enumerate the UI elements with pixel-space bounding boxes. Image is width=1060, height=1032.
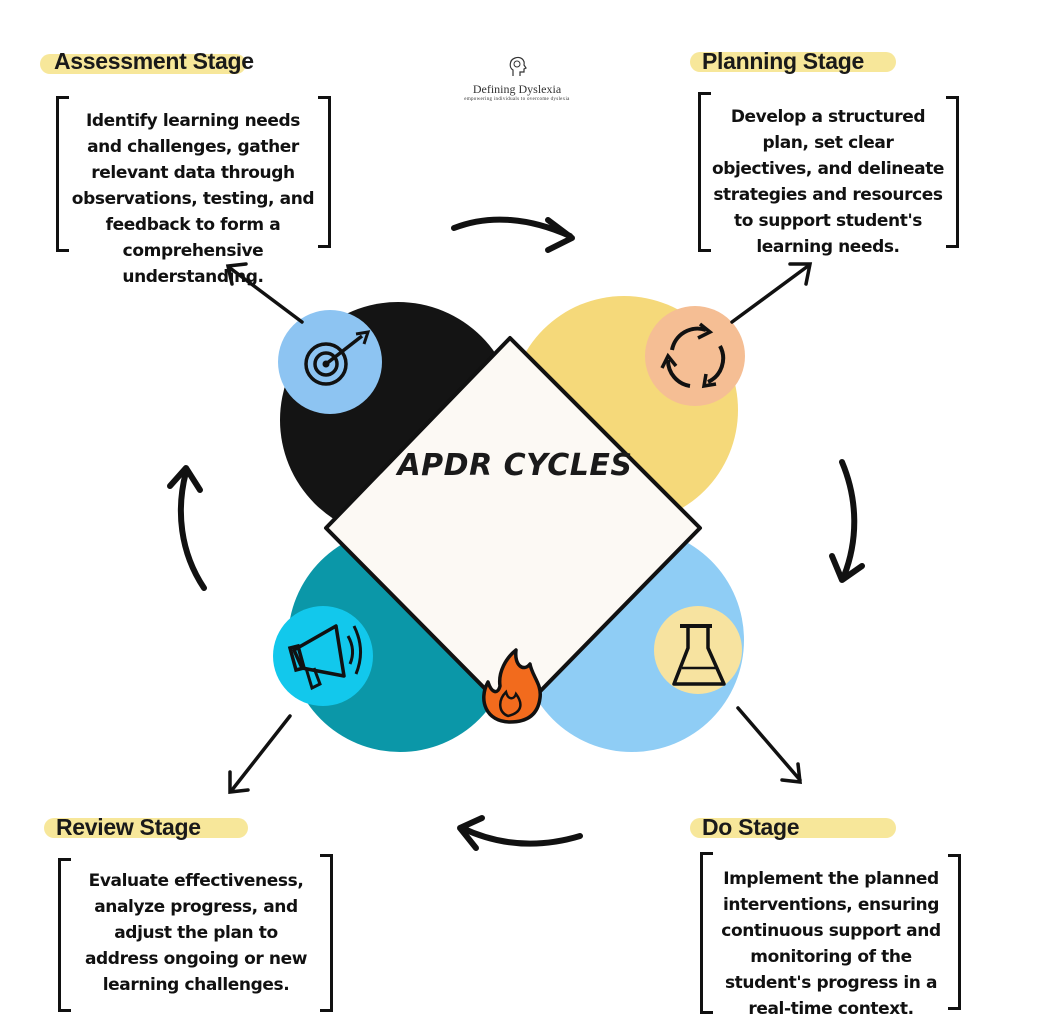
- flame-icon: [482, 648, 542, 724]
- target-icon: [278, 310, 382, 414]
- review-title-highlight: [44, 818, 248, 838]
- review-description: Evaluate effectiveness, analyze progress…: [84, 871, 308, 995]
- planning-description: Develop a structured plan, set clear obj…: [711, 107, 945, 257]
- cycle-arrow-bottom: [457, 815, 583, 851]
- connector-do: [736, 706, 802, 784]
- head-logo-icon: [509, 56, 527, 76]
- assessment-stage-title: Assessment Stage: [54, 48, 254, 74]
- connector-planning: [730, 262, 813, 324]
- megaphone-icon: [273, 606, 373, 706]
- review-bracket-right: [320, 854, 333, 1012]
- do-bracket-right: [948, 854, 961, 1010]
- assessment-title-highlight: [40, 54, 246, 74]
- do-description: Implement the planned interventions, ens…: [721, 869, 941, 1019]
- planning-stage-title: Planning Stage: [702, 48, 864, 74]
- planning-title-highlight: [690, 52, 896, 72]
- assessment-bracket-left: [56, 96, 69, 252]
- review-bracket-left: [58, 858, 71, 1012]
- cycle-arrow-left: [167, 465, 207, 591]
- connector-review: [228, 714, 292, 794]
- do-title-highlight: [690, 818, 896, 838]
- do-bracket-left: [700, 852, 713, 1014]
- logo-tagline: empowering individuals to overcome dysle…: [464, 97, 570, 102]
- flask-icon: [654, 606, 742, 694]
- planning-bracket-right: [946, 96, 959, 248]
- review-stage-title: Review Stage: [56, 814, 201, 840]
- assessment-description: Identify learning needs and challenges, …: [71, 111, 315, 287]
- logo-name: Defining Dyslexia: [472, 82, 562, 96]
- cycle-arrow-top: [451, 216, 575, 253]
- logo: Defining Dyslexia empowering individuals…: [462, 54, 572, 102]
- center-title: APDR CYCLES: [397, 448, 633, 483]
- assessment-bracket-right: [318, 96, 331, 248]
- do-stage-title: Do Stage: [702, 814, 800, 840]
- connector-assessment: [225, 262, 304, 324]
- cycle-arrow-right: [829, 459, 865, 583]
- planning-bracket-left: [698, 92, 711, 252]
- cycle-arrows-icon: [645, 306, 745, 406]
